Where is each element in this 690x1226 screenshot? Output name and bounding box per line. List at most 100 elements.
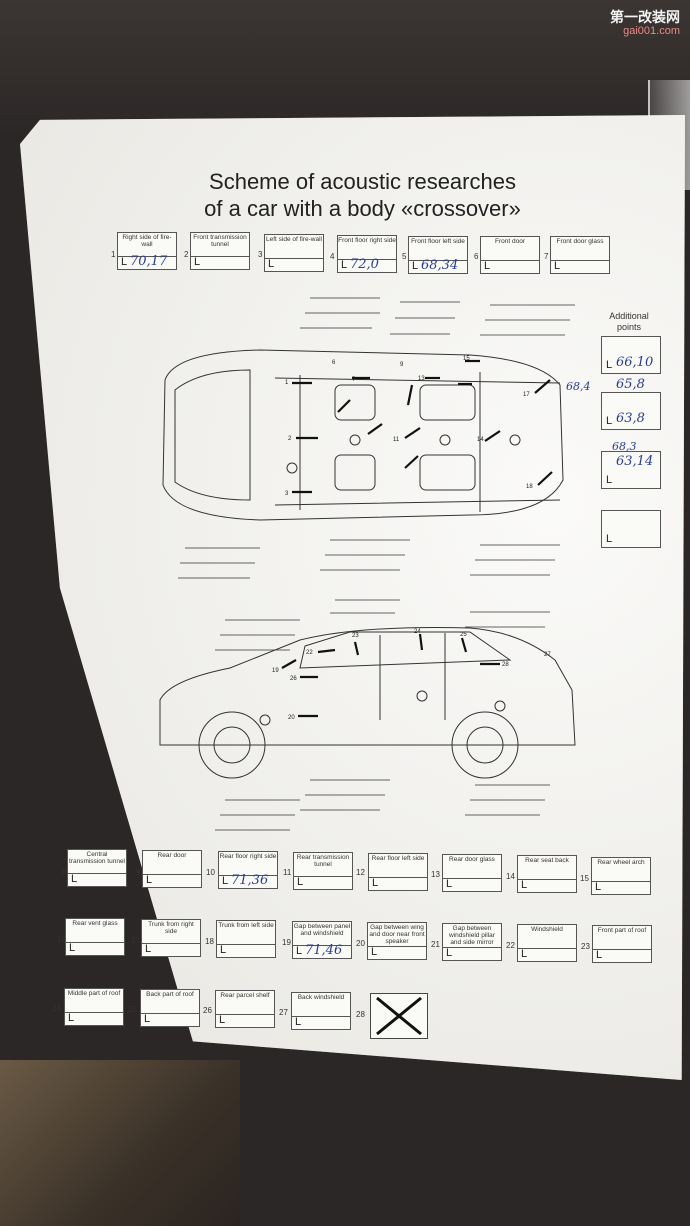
measure-prefix: L	[606, 474, 613, 486]
box-label: Middle part of roof	[65, 990, 123, 1013]
point-number: 25	[128, 1005, 137, 1014]
point-number: 8	[62, 868, 67, 877]
point-number: 17	[131, 936, 140, 945]
measure-prefix: L	[194, 256, 201, 268]
diagram-num-17: 17	[523, 392, 530, 398]
additional-value: 63,8	[616, 411, 645, 426]
box-label: Rear floor left side	[369, 855, 427, 878]
measure-marks	[281, 359, 553, 718]
point-number: 10	[206, 868, 215, 877]
point-number: 15	[580, 874, 589, 883]
measure-value: 71,36	[231, 873, 269, 888]
point-number: 9	[136, 868, 141, 877]
measure-value: 68,34	[421, 258, 459, 273]
measure-prefix: L	[521, 879, 528, 891]
point-number: 5	[402, 252, 407, 261]
box-label: Rear wheel arch	[592, 859, 650, 882]
additional-value: 63,14	[616, 454, 654, 469]
point-number: 19	[282, 938, 291, 947]
box-label: Front door	[481, 238, 539, 261]
box-label: Rear parcel shelf	[216, 992, 274, 1015]
measure-prefix: L	[341, 259, 348, 271]
measure-prefix: L	[71, 873, 78, 885]
point-number: 7	[544, 252, 549, 261]
box-label: Back part of roof	[141, 991, 199, 1014]
point-number: 2	[184, 250, 189, 259]
diagram-num-7: 7	[352, 377, 356, 383]
measure-prefix: L	[554, 260, 561, 272]
diagram-num-18: 18	[526, 484, 533, 490]
measure-value: 72,0	[350, 257, 379, 272]
additional-value: 65,8	[616, 377, 645, 392]
measure-prefix: L	[596, 949, 603, 961]
box-label: Front door glass	[551, 238, 609, 261]
diagram-num-25: 25	[460, 632, 467, 638]
diagram-num-23: 23	[352, 633, 359, 639]
diagram-num-19: 19	[272, 668, 279, 674]
point-number: 21	[431, 940, 440, 949]
measure-prefix: L	[446, 878, 453, 890]
additional-value: 66,10	[616, 355, 654, 370]
watermark-line1: 第一改装网	[610, 9, 680, 25]
measure-value: 71,46	[305, 943, 343, 958]
box-label: Gap between wing and door near front spe…	[368, 924, 426, 947]
measure-prefix: L	[296, 945, 303, 957]
box-label: Gap between windshield pillar and side m…	[443, 925, 501, 948]
additional-points-title: Additional points	[609, 311, 649, 332]
box-label: Windshield	[518, 926, 576, 949]
point-number: 16	[57, 935, 66, 944]
title-line-2: of a car with a body «crossover»	[204, 196, 521, 221]
point-number: 24	[52, 1004, 61, 1013]
measure-value: 70,17	[130, 254, 168, 269]
diagram-num-22: 22	[306, 650, 313, 656]
diagram-num-9: 9	[400, 362, 404, 368]
point-number: 28	[356, 1010, 365, 1019]
point-number: 22	[506, 941, 515, 950]
measure-prefix: L	[484, 260, 491, 272]
cross-mark-icon	[376, 996, 422, 1036]
point-number: 4	[330, 252, 335, 261]
box-label: Front floor right side	[338, 237, 396, 260]
measure-prefix: L	[145, 943, 152, 955]
measure-prefix: L	[446, 947, 453, 959]
diagram-num-14: 14	[477, 437, 484, 443]
point-number: 3	[258, 250, 263, 259]
diagram-num-2: 2	[288, 436, 292, 442]
diagram-point-numbers: 1 2 3 6 7 9 11 13 15 14 17 18 23 24 25 2…	[272, 356, 551, 721]
box-label: Rear vent glass	[66, 920, 124, 943]
box-label: Front floor left side	[409, 238, 467, 261]
measure-prefix: L	[268, 258, 275, 270]
measure-prefix: L	[121, 256, 128, 268]
diagram-num-28: 28	[502, 662, 509, 668]
diagram-num-27: 27	[544, 652, 551, 658]
car-side-view	[159, 627, 576, 779]
box-label: Trunk from left side	[217, 922, 275, 945]
point-number: 18	[205, 937, 214, 946]
diagram-num-26: 26	[290, 676, 297, 682]
point-number: 6	[474, 252, 479, 261]
diagram-num-3: 3	[285, 491, 289, 497]
handwritten-note: 68,4	[566, 380, 591, 393]
measure-prefix: L	[412, 260, 419, 272]
box-label: Rear door	[143, 852, 201, 875]
measure-prefix: L	[146, 874, 153, 886]
